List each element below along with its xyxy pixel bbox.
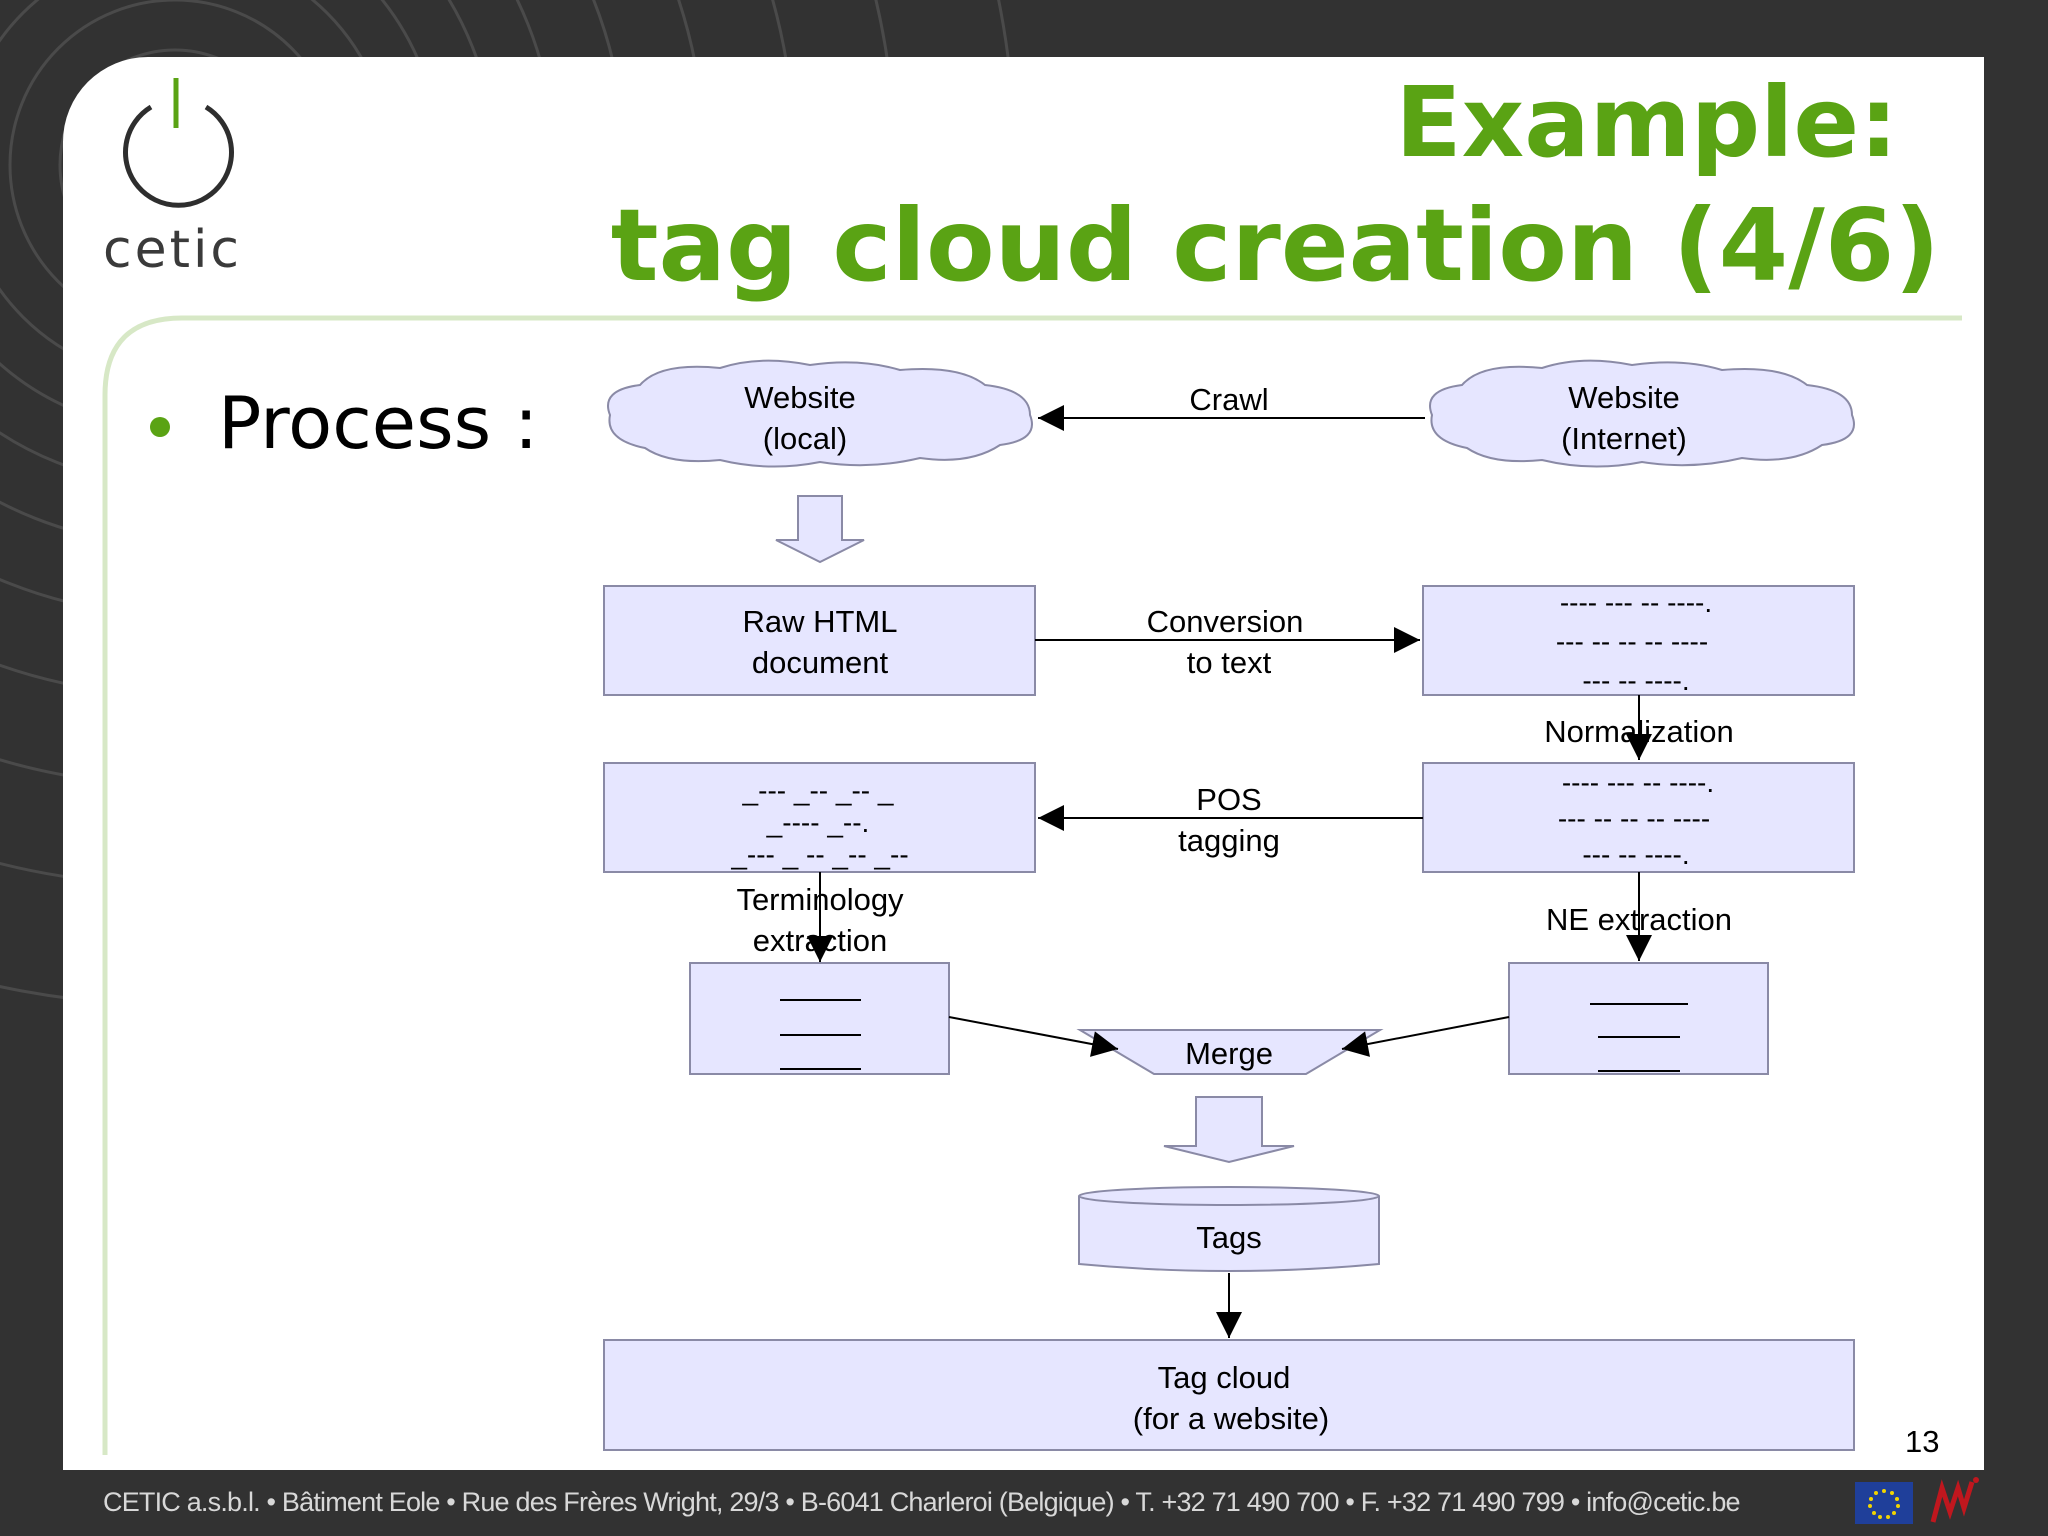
tag-cloud-box [603,1339,1855,1451]
pos-label-2: tagging [1178,823,1280,858]
bullet-dot [150,417,170,437]
slide-title-line1: Example: [1395,66,1898,179]
website-local-label-1: Website [744,380,855,415]
website-internet-label-1: Website [1568,380,1679,415]
ne-extraction-label: NE extraction [1546,902,1732,937]
terminology-label-2: extraction [753,923,887,958]
header-divider [102,315,1962,1455]
tags-database: Tags [1078,1186,1380,1272]
normalized-line-3: --- -- ----. [1582,839,1689,870]
terminology-result-box [689,962,950,1075]
bullet-process: Process : [218,381,539,465]
pos-tagged-line-3: _--- _ -- _-- _-- [730,839,908,870]
normalized-line-2: --- -- -- -- ---- [1558,803,1710,834]
eu-flag-icon [1855,1482,1913,1524]
terminology-label-1: Terminology [736,882,904,917]
pos-label-1: POS [1196,782,1261,817]
pos-tagged-line-2: _---- _--. [766,807,870,838]
terminology-result-lines [780,999,861,1070]
merge-arrow-left [948,1016,1119,1057]
normalization-label: Normalization [1544,714,1734,749]
plain-text-line-1: ---- --- -- ----. [1560,587,1712,618]
plain-text-line-3: --- -- ----. [1582,665,1689,696]
website-local-cloud: Website (local) [607,359,1033,468]
plain-text-line-2: --- -- -- -- ---- [1556,626,1708,657]
pos-tagged-box [603,762,1036,873]
flow-diagram: Website (local) Website (Internet) Crawl… [603,359,1855,1451]
tags-label: Tags [1196,1220,1261,1255]
cetic-logo-text: cetic [103,220,243,280]
crawl-label: Crawl [1189,382,1268,417]
merge-label: Merge [1185,1036,1273,1071]
normalized-text-box [1422,762,1855,873]
footer-address: CETIC a.s.b.l. • Bâtiment Eole • Rue des… [103,1487,1741,1517]
website-internet-label-2: (Internet) [1561,421,1687,456]
merge-arrow-right [1341,1016,1510,1057]
tag-cloud-label-1: Tag cloud [1158,1360,1291,1395]
down-block-arrow-2 [1163,1096,1295,1164]
red-logo-icon [1930,1477,1979,1523]
page-number: 13 [1905,1424,1940,1459]
pos-tagged-line-1: _--- _-- _-- _ [742,775,894,806]
down-block-arrow-1 [775,495,865,564]
tag-cloud-label-2: (for a website) [1133,1401,1329,1436]
conversion-label-2: to text [1187,645,1272,680]
ne-result-lines [1590,1003,1688,1072]
cetic-logo-icon [123,78,234,208]
slide-title-line2: tag cloud creation (4/6) [610,187,1940,304]
raw-html-label-1: Raw HTML [742,604,897,639]
ne-result-box [1508,962,1769,1075]
conversion-label-1: Conversion [1147,604,1304,639]
website-local-label-2: (local) [763,421,847,456]
plain-text-box [1422,585,1855,696]
merge-node [1076,1029,1384,1075]
normalized-line-1: ---- --- -- ----. [1562,767,1714,798]
raw-html-label-2: document [752,645,889,680]
website-internet-cloud: Website (Internet) [1429,359,1855,468]
